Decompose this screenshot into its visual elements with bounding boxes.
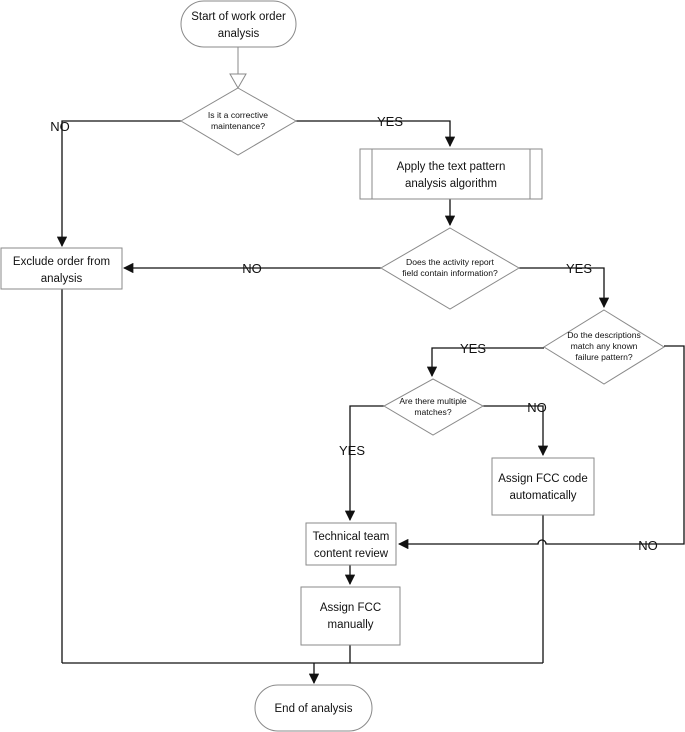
multiple-text-line1: Are there multiple — [399, 396, 467, 406]
corrective-text-line1: Is it a corrective — [208, 110, 268, 120]
apply-text-line2: analysis algorithm — [405, 178, 497, 190]
decision-corrective: Is it a corrective maintenance? — [180, 87, 297, 156]
label-corrective-yes: YES — [377, 114, 403, 129]
assign-auto-text-line1: Assign FCC code — [498, 473, 587, 485]
edge-start-to-corrective — [229, 47, 247, 90]
decision-activity-report: Does the activity report field contain i… — [380, 227, 520, 310]
edge-corrective-no — [56, 120, 181, 248]
start-text-line1: Start of work order — [191, 11, 286, 23]
assign-manual-text-line1: Assign FCC — [320, 602, 381, 614]
start-terminator: Start of work order analysis — [180, 0, 297, 48]
review-text-line2: content review — [314, 548, 389, 560]
activity-text-line2: field contain information? — [402, 268, 498, 278]
label-multiple-no: NO — [527, 400, 547, 415]
label-multiple-yes: YES — [339, 443, 365, 458]
process-technical-review: Technical team content review — [305, 522, 397, 566]
decision-descriptions: Do the descriptions match any known fail… — [543, 309, 665, 385]
decision-multiple-matches: Are there multiple matches? — [382, 378, 485, 436]
activity-text-line1: Does the activity report — [406, 257, 494, 267]
corrective-text-line2: maintenance? — [211, 121, 265, 131]
process-exclude-order: Exclude order from analysis — [0, 247, 123, 290]
descriptions-text-line2: match any known — [571, 341, 638, 351]
start-text-line2: analysis — [218, 28, 260, 40]
apply-text-line1: Apply the text pattern — [397, 161, 506, 173]
edge-multiple-no — [483, 405, 549, 457]
edge-descriptions-yes — [426, 347, 544, 378]
multiple-text-line2: matches? — [414, 407, 451, 417]
assign-manual-text-line2: manually — [327, 619, 373, 631]
process-assign-manual: Assign FCC manually — [300, 586, 401, 646]
review-text-line1: Technical team — [313, 531, 390, 543]
descriptions-text-line1: Do the descriptions — [567, 330, 641, 340]
edge-multiple-yes — [344, 405, 384, 522]
exclude-text-line2: analysis — [41, 273, 83, 285]
label-activity-yes: YES — [566, 261, 592, 276]
label-descriptions-yes: YES — [460, 341, 486, 356]
edge-corrective-yes — [296, 120, 456, 148]
label-descriptions-no: NO — [638, 538, 658, 553]
assign-auto-text-line2: automatically — [509, 490, 576, 502]
descriptions-text-line3: failure pattern? — [575, 352, 633, 362]
label-corrective-no: NO — [50, 119, 70, 134]
edge-activity-yes — [519, 267, 610, 309]
exclude-text-line1: Exclude order from — [13, 256, 110, 268]
end-terminator: End of analysis — [254, 684, 373, 732]
end-text: End of analysis — [275, 703, 353, 715]
label-activity-no: NO — [242, 261, 262, 276]
process-assign-auto: Assign FCC code automatically — [491, 457, 595, 516]
process-apply-algorithm: Apply the text pattern analysis algorith… — [359, 148, 543, 200]
